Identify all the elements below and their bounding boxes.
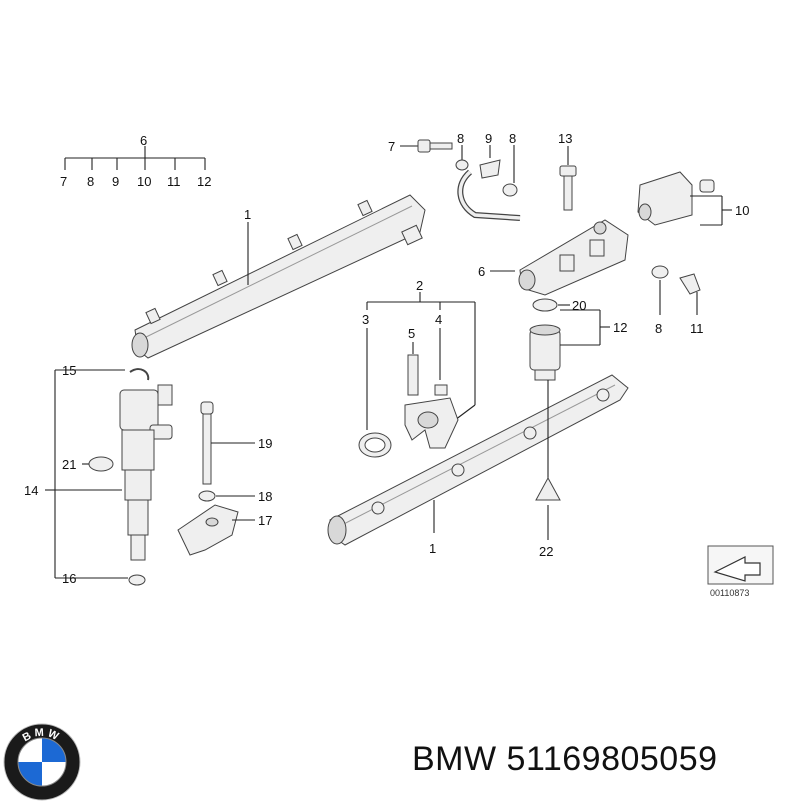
callout: 17 [258,513,272,528]
injector [119,368,173,561]
callout: 4 [435,312,442,327]
callout: 8 [509,131,516,146]
callout-labels: 6 7 8 9 10 11 12 1 7 8 9 8 13 10 2 3 4 5… [24,131,749,598]
callout: 8 [87,174,94,189]
callout: 12 [197,174,211,189]
callout: 12 [613,320,627,335]
bmw-logo: BMW [3,723,81,801]
callout: 20 [572,298,586,313]
callout: 7 [388,139,395,154]
injector-clamp [177,504,239,556]
callout: 21 [62,457,76,472]
callout: 14 [24,483,38,498]
callout: 10 [735,203,749,218]
callout: 16 [62,571,76,586]
part-caption: BMW 51169805059 [412,740,718,779]
callout: 13 [558,131,572,146]
callout: 11 [690,321,704,336]
callout: 5 [408,326,415,341]
callout: 1 [244,207,251,222]
callout: 19 [258,436,272,451]
callout: 1 [429,541,436,556]
callout: 10 [137,174,151,189]
callout: 18 [258,489,272,504]
lower-fuel-rail [327,374,629,546]
upper-fuel-rail [131,194,426,359]
pressure-sensor [637,171,715,226]
pressure-valve [529,324,561,381]
callout: 6 [478,264,485,279]
svg-text:BMW: BMW [21,727,64,745]
callout: 9 [485,131,492,146]
brand-name: BMW [412,740,497,778]
callout: 11 [167,174,181,189]
clamp-3 [358,432,392,458]
reference-code: 00110873 [710,588,749,598]
pressure-block [457,169,629,296]
callout: 3 [362,312,369,327]
clamp-bracket [404,397,459,449]
callout: 6 [140,133,147,148]
callout: 15 [62,363,76,378]
callout: 22 [539,544,553,559]
bracket-group-6 [64,146,206,170]
callout: 2 [416,278,423,293]
callout: 7 [60,174,67,189]
bolt-7 [400,139,453,153]
logo-letters: BMW [21,727,61,745]
callout: 8 [655,321,662,336]
callout: 8 [457,131,464,146]
callout: 9 [112,174,119,189]
part-number: 51169805059 [506,740,718,778]
reference-box [707,545,774,585]
